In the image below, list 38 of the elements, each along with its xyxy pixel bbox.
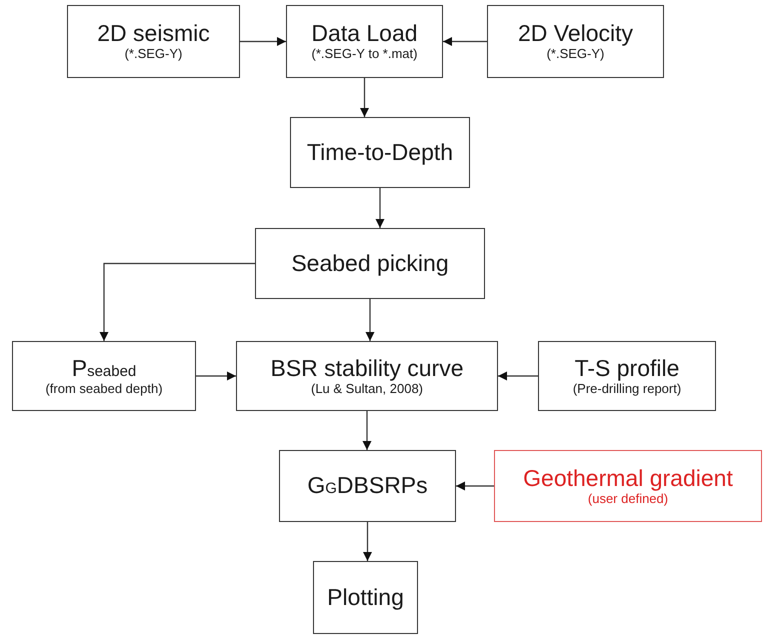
- arrow: [376, 188, 384, 228]
- arrow: [443, 37, 487, 46]
- process-box: [279, 450, 456, 522]
- box-title: Plotting: [327, 584, 404, 610]
- process-box: [286, 5, 443, 78]
- box-note: (Pre-drilling report): [572, 380, 682, 396]
- process-box: [494, 450, 762, 522]
- process-box: [67, 5, 240, 78]
- box-title: T-S profile: [574, 356, 680, 381]
- arrow: [456, 482, 494, 490]
- arrow: [240, 37, 286, 46]
- process-box: [487, 5, 664, 78]
- arrow: [196, 372, 236, 380]
- box-title: 2D seismic: [97, 21, 210, 46]
- box-title: Time-to-Depth: [306, 140, 454, 166]
- box-note: (*.SEG-Y): [124, 46, 182, 62]
- box-note: (*.SEG-Y): [546, 46, 604, 62]
- box-title: 2D Velocity: [518, 21, 634, 46]
- process-box: [538, 341, 716, 411]
- process-box: [255, 228, 485, 299]
- box-note: (from seabed depth): [45, 380, 163, 396]
- arrow: [366, 299, 374, 341]
- arrow: [498, 372, 538, 380]
- box-note: (*.SEG-Y to *.mat): [312, 46, 418, 62]
- process-box: [290, 117, 470, 188]
- box-title: BSR stability curve: [270, 356, 464, 381]
- arrow: [100, 262, 255, 341]
- box-title: Seabed picking: [291, 250, 449, 276]
- arrow: [363, 522, 372, 561]
- box-note: (user defined): [588, 490, 668, 506]
- process-box: [12, 341, 196, 411]
- box-note: (Lu & Sultan, 2008): [310, 380, 424, 396]
- process-box: [313, 561, 418, 634]
- arrow: [362, 411, 372, 450]
- box-title: Data Load: [311, 21, 418, 46]
- process-box: [236, 341, 498, 411]
- box-title: Geothermal gradient: [523, 466, 733, 491]
- arrow: [360, 78, 369, 117]
